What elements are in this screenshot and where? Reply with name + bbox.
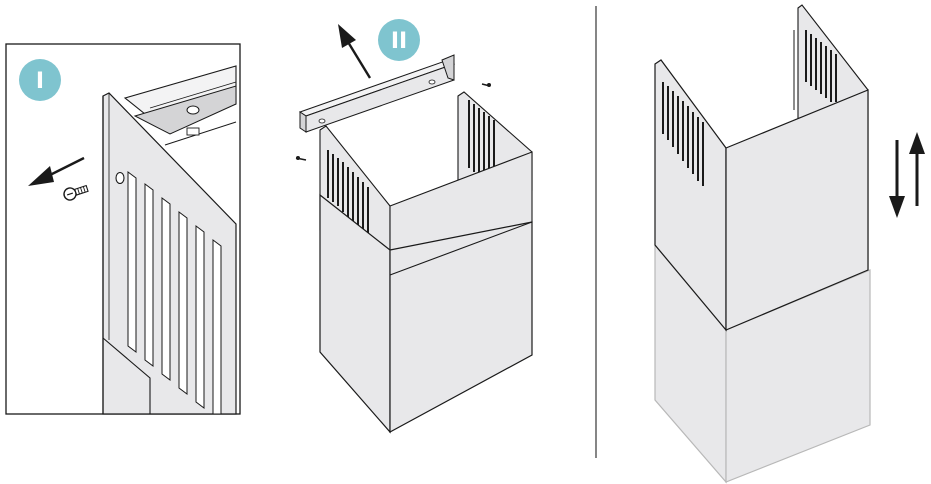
lower-chimney-ghost bbox=[654, 243, 871, 484]
step-label-2: II bbox=[391, 29, 407, 54]
step-badge-1-circle bbox=[19, 59, 61, 101]
lower-chimney bbox=[319, 193, 533, 434]
detail-panel: I bbox=[5, 43, 241, 415]
screw-icon bbox=[481, 83, 491, 87]
arrow-up-left-icon bbox=[338, 24, 372, 79]
step-badge-1: I bbox=[19, 59, 61, 101]
screw-hole bbox=[115, 171, 125, 185]
screw-icon bbox=[63, 184, 89, 201]
step-label-1: I bbox=[36, 69, 44, 94]
wall-bracket bbox=[298, 54, 456, 133]
vent-slots bbox=[127, 171, 222, 415]
screw-icon bbox=[295, 156, 307, 161]
arrows-up-down-icon bbox=[889, 132, 925, 218]
step-badge-2: II bbox=[378, 19, 420, 61]
mounting-rail bbox=[123, 65, 237, 146]
step-badge-2-circle bbox=[378, 19, 420, 61]
chimney-panel-closeup bbox=[102, 92, 237, 415]
height-adjust-view bbox=[654, 4, 925, 484]
arrow-left-down-icon bbox=[28, 156, 85, 186]
upper-chimney-front bbox=[654, 59, 869, 332]
bracket-removal-view: II bbox=[295, 19, 533, 434]
